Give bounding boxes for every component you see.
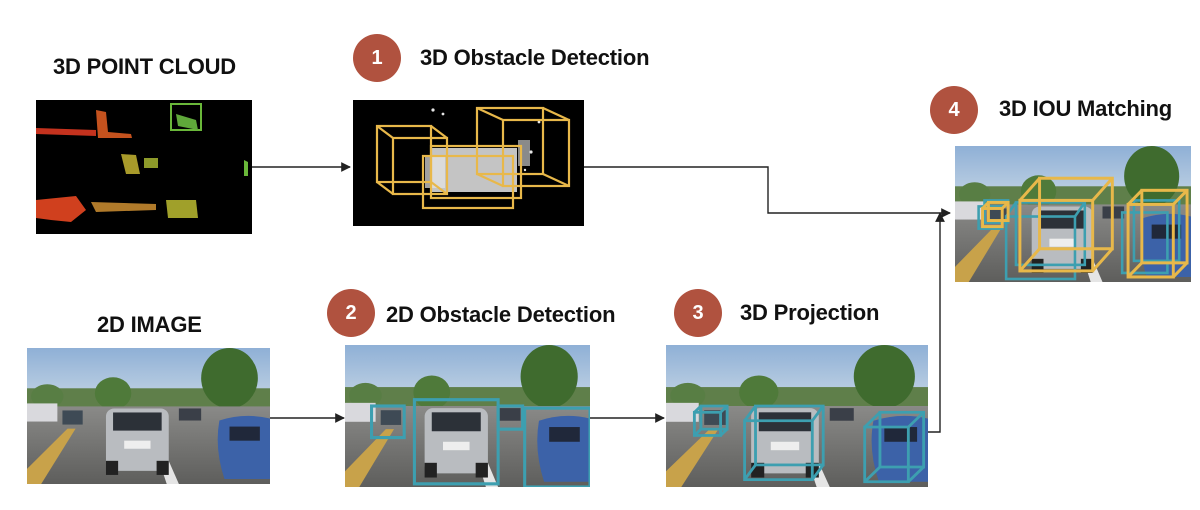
step-3-badge: 3 [674,289,722,337]
3d-detection-panel [353,100,584,226]
image-2d-panel [27,348,270,484]
step-2-title: 2D Obstacle Detection [386,302,616,327]
step-2-badge: 2 [327,289,375,337]
step-4-title: 3D IOU Matching [999,96,1173,121]
step-1-title: 3D Obstacle Detection [420,45,650,70]
2d-detection-panel [345,345,590,487]
step-4-badge: 4 [930,86,978,134]
iou-matching-panel [955,146,1191,282]
arrow-3d-detection-to-iou [584,166,951,218]
point-cloud-label: 3D POINT CLOUD [53,54,236,79]
step-3-title: 3D Projection [740,300,880,325]
point-cloud-panel [36,100,252,234]
step-1-badge: 1 [353,34,401,82]
image-2d-label: 2D IMAGE [97,312,202,337]
3d-projection-panel [666,345,928,487]
arrow-projection-to-iou [928,212,945,433]
